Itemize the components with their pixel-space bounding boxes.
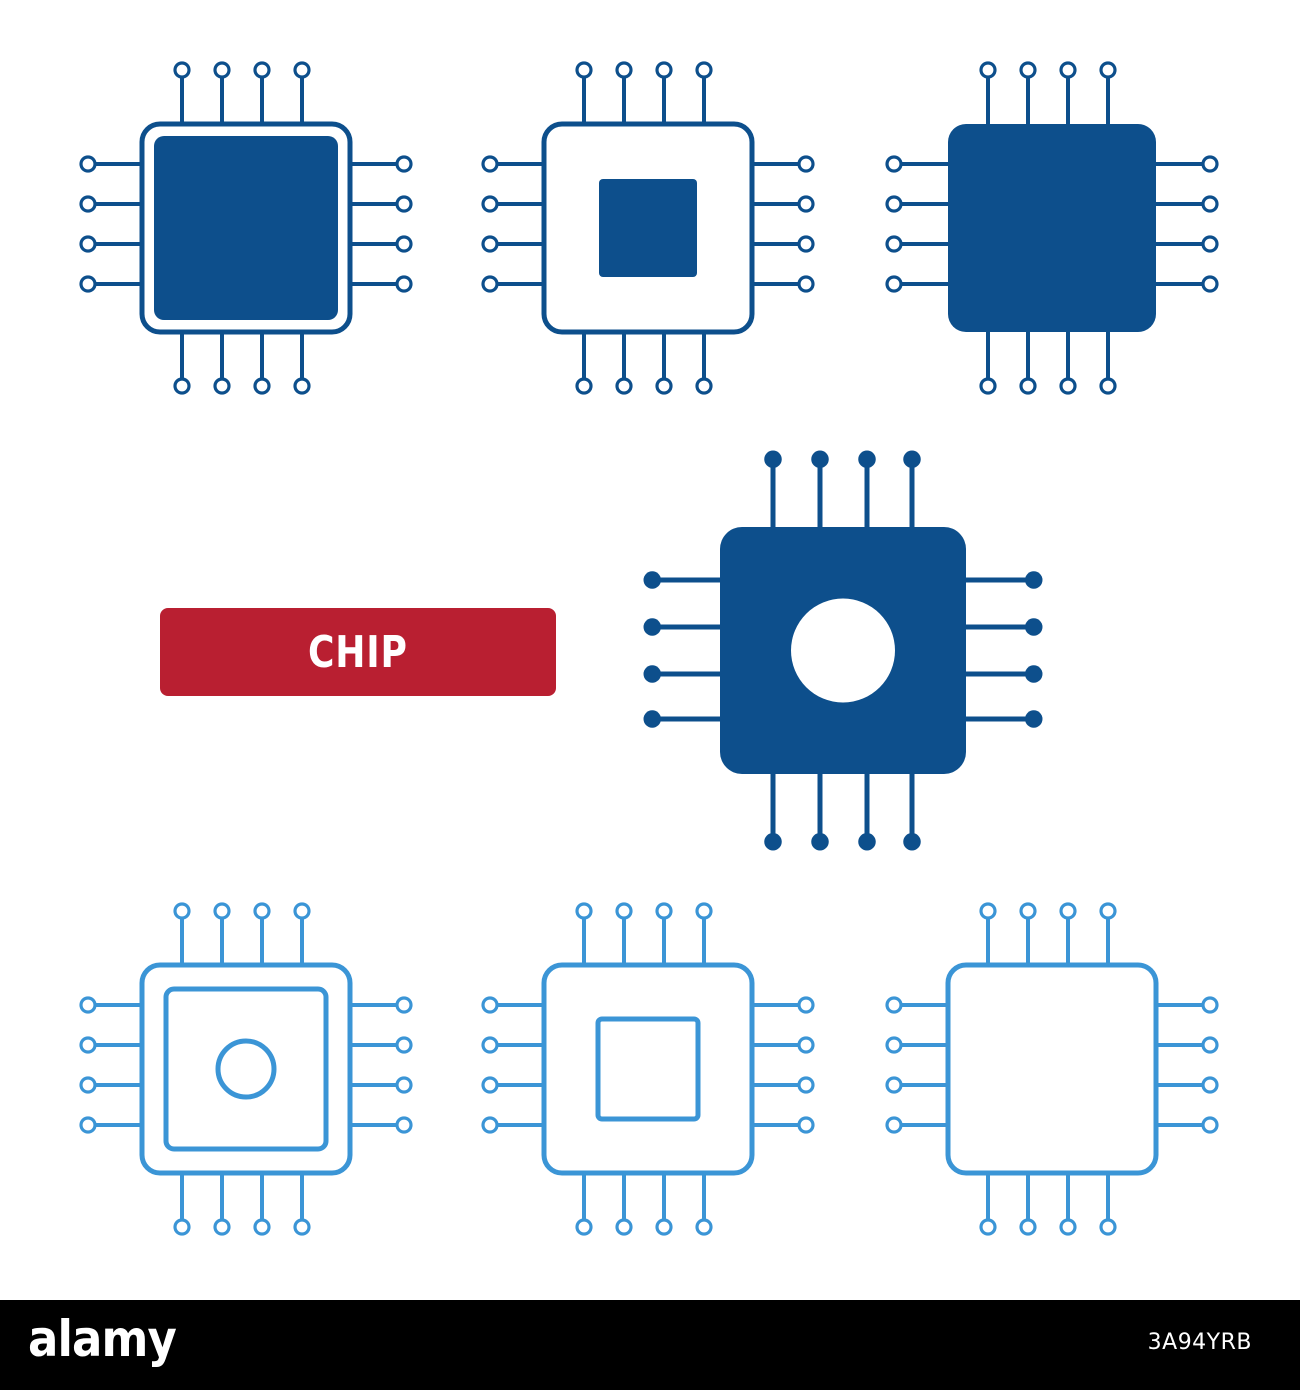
chip-inner-frame	[163, 986, 329, 1152]
chip-leads	[660, 467, 1026, 834]
chip-label-banner: CHIP	[160, 608, 556, 696]
chip-pin-ends	[643, 450, 1043, 851]
chip-icon-outline-square-core	[481, 61, 815, 395]
chip-pin-ends	[481, 902, 815, 1236]
stock-watermark-bar: alamy 3A94YRB	[0, 1300, 1300, 1390]
chip-icon-outline-empty	[885, 902, 1219, 1236]
chip-pin-ends	[79, 902, 413, 1236]
chip-icon-outline-square-outline-core	[481, 902, 815, 1236]
chip-label-text: CHIP	[308, 626, 408, 678]
chip-body	[541, 962, 755, 1176]
chip-leads	[94, 917, 398, 1221]
chip-icons-canvas	[79, 61, 1219, 1236]
chip-leads	[900, 76, 1204, 380]
chip-core	[595, 1016, 701, 1122]
alamy-logo: alamy	[28, 1310, 177, 1368]
chip-leads	[496, 917, 800, 1221]
chip-body	[945, 962, 1159, 1176]
icon-sheet: CHIP	[79, 61, 1219, 1236]
chip-icon-filled-framed	[79, 61, 413, 395]
chip-icon-solid	[885, 61, 1219, 395]
chip-leads	[900, 917, 1204, 1221]
chip-core	[791, 598, 895, 703]
chip-core	[599, 179, 697, 277]
chip-pin-ends	[885, 902, 1219, 1236]
chip-core	[154, 136, 338, 320]
chip-pin-ends	[79, 61, 413, 395]
chip-icon-outline-circle-core	[79, 902, 413, 1236]
chip-icon-solid-circle-core	[643, 450, 1043, 851]
chip-pin-ends	[481, 61, 815, 395]
chip-body	[139, 962, 353, 1176]
chip-core	[215, 1038, 277, 1100]
chip-pin-ends	[885, 61, 1219, 395]
image-id: 3A94YRB	[1147, 1330, 1252, 1355]
chip-leads	[94, 76, 398, 380]
chip-leads	[496, 76, 800, 380]
chip-body	[948, 124, 1156, 332]
